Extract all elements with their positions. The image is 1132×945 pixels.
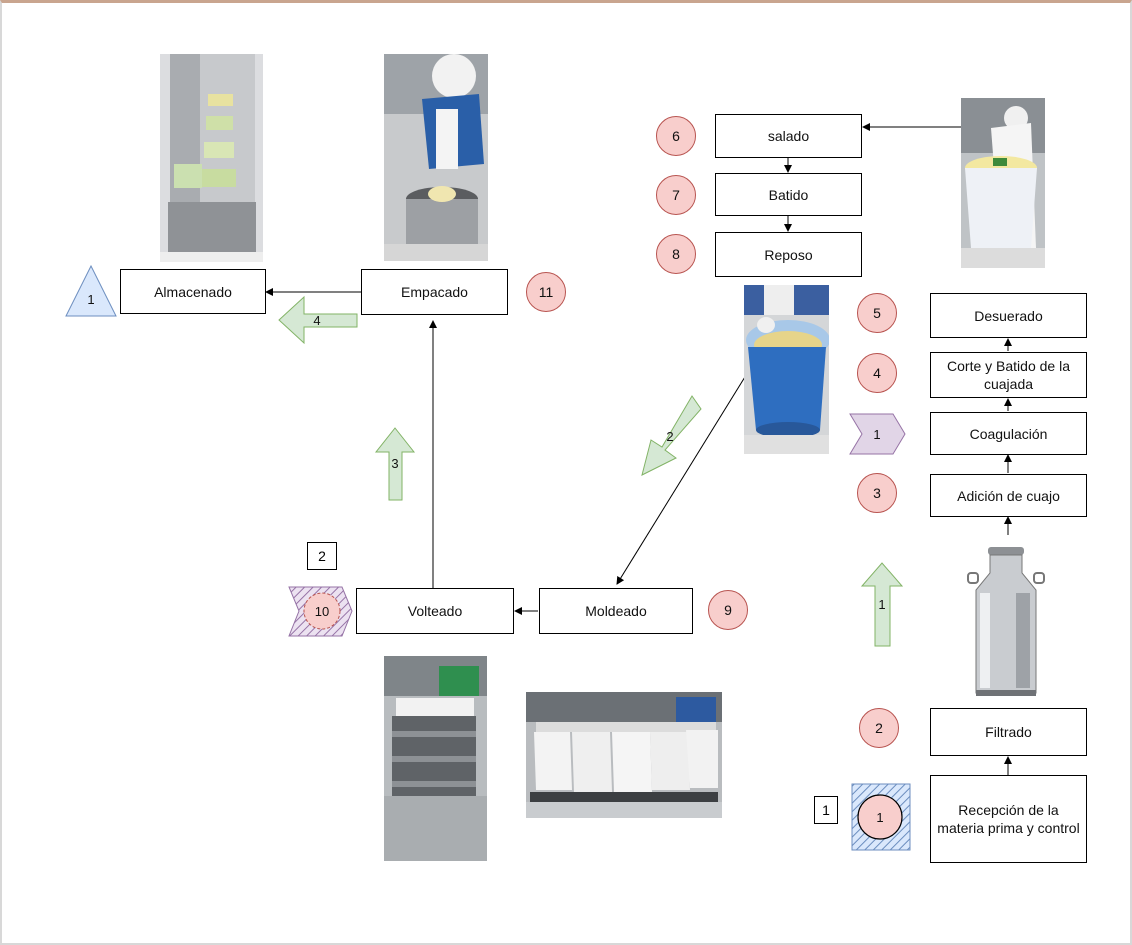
volteado-combined-symbol: 10: [288, 586, 353, 637]
photo-molding-bags: [526, 692, 722, 818]
photo-curd-bucket: [744, 285, 829, 454]
step-adicion[interactable]: Adición de cuajo: [930, 474, 1087, 517]
step-adicion-label: Adición de cuajo: [957, 487, 1060, 504]
step-empacado-label: Empacado: [401, 284, 468, 300]
storage-triangle-icon: 1: [65, 264, 117, 317]
operation-number-salado: 6: [672, 128, 680, 144]
step-filtrado-label: Filtrado: [985, 724, 1032, 740]
step-batido-label: Batido: [768, 186, 809, 203]
operation-number-batido: 7: [672, 187, 680, 203]
operation-circle-filtrado: 2: [859, 708, 899, 748]
step-batido[interactable]: Batido: [715, 173, 862, 216]
operation-circle-adicion: 3: [857, 473, 897, 513]
step-corte[interactable]: Corte y Batido de la cuajada: [930, 352, 1087, 398]
step-coagulacion-label: Coagulación: [969, 425, 1048, 442]
tag-recepcion: 1: [814, 796, 838, 824]
step-recepcion-label: Recepción de la materia prima y control: [937, 802, 1080, 836]
transport-arrow-1: 1: [860, 562, 904, 647]
step-volteado-label: Volteado: [407, 603, 463, 619]
recepcion-combined-symbol: 1: [851, 783, 911, 851]
operation-number-empacado: 11: [538, 284, 554, 300]
step-filtrado[interactable]: Filtrado: [930, 708, 1087, 756]
operation-number-desuerado: 5: [873, 305, 881, 321]
transport-number-4: 4: [313, 313, 320, 328]
operation-number-moldeado: 9: [724, 602, 732, 618]
connector-photo-moldeado: [616, 371, 749, 585]
step-coagulacion[interactable]: Coagulación: [930, 412, 1087, 455]
photo-packing-worker: [384, 54, 488, 261]
step-reposo-label: Reposo: [764, 246, 813, 263]
delay-icon: 1: [849, 413, 906, 455]
step-desuerado[interactable]: Desuerado: [930, 293, 1087, 338]
photo-storage-shelf: [160, 54, 263, 262]
delay-number: 1: [873, 427, 880, 442]
tag-volteado: 2: [307, 542, 337, 570]
operation-circle-empacado: 11: [526, 272, 566, 312]
operation-number-filtrado: 2: [875, 720, 883, 736]
photo-mold-press: [384, 656, 487, 861]
operation-circle-desuerado: 5: [857, 293, 897, 333]
step-almacenado-label: Almacenado: [154, 283, 232, 300]
step-recepcion[interactable]: Recepción de la materia prima y control: [930, 775, 1087, 863]
operation-circle-moldeado: 9: [708, 590, 748, 630]
transport-number-1: 1: [878, 597, 885, 612]
operation-circle-reposo: 8: [656, 234, 696, 274]
tag-volteado-number: 2: [318, 548, 326, 564]
tag-recepcion-number: 1: [822, 802, 830, 818]
transport-number-2: 2: [666, 429, 673, 444]
operation-number-adicion: 3: [873, 485, 881, 501]
step-reposo[interactable]: Reposo: [715, 232, 862, 277]
step-salado[interactable]: salado: [715, 114, 862, 158]
step-moldeado[interactable]: Moldeado: [539, 588, 693, 634]
photo-milk-can: [966, 545, 1046, 700]
transport-arrow-2: 2: [641, 395, 702, 476]
step-desuerado-label: Desuerado: [974, 307, 1043, 324]
operation-circle-salado: 6: [656, 116, 696, 156]
transport-number-3: 3: [391, 456, 398, 471]
operation-circle-batido: 7: [656, 175, 696, 215]
step-corte-label: Corte y Batido de la cuajada: [947, 358, 1070, 392]
step-empacado[interactable]: Empacado: [361, 269, 508, 315]
transport-arrow-4: 4: [278, 295, 358, 345]
operation-number-recepcion: 1: [876, 810, 883, 825]
operation-number-corte: 4: [873, 365, 881, 381]
storage-number: 1: [87, 292, 94, 307]
operation-circle-corte: 4: [857, 353, 897, 393]
transport-arrow-3: 3: [374, 427, 416, 501]
step-almacenado[interactable]: Almacenado: [120, 269, 266, 314]
step-volteado[interactable]: Volteado: [356, 588, 514, 634]
photo-salting-worker: [961, 98, 1045, 268]
operation-number-reposo: 8: [672, 246, 680, 262]
step-moldeado-label: Moldeado: [585, 603, 647, 619]
step-salado-label: salado: [767, 128, 810, 144]
operation-number-volteado: 10: [315, 604, 329, 619]
